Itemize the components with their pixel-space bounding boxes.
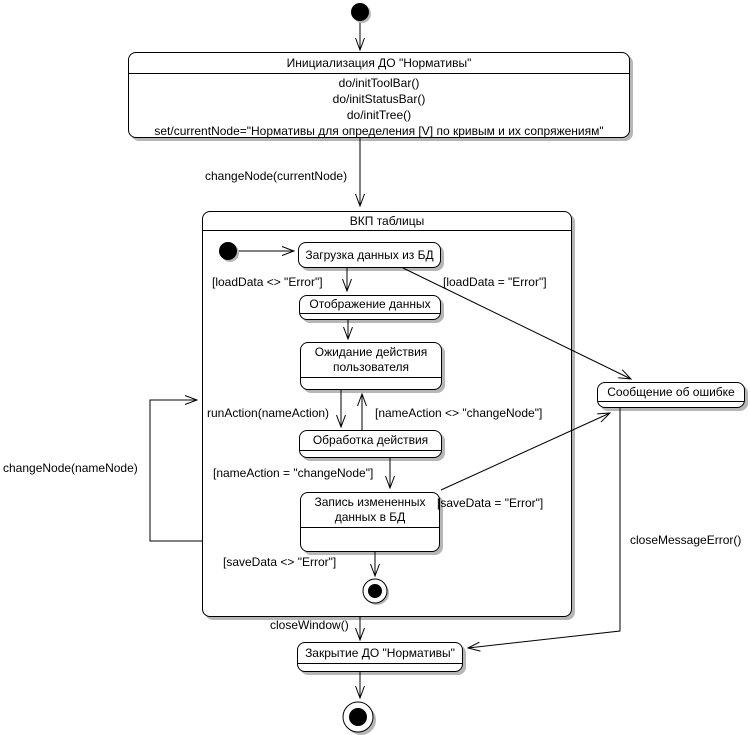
state-close-compartment [298,663,462,671]
transition-label-change-node-current: changeNode(currentNode) [205,169,348,183]
state-vkp-title: ВКП таблицы [203,212,571,231]
transition-label-close-message-error: closeMessageError() [630,533,742,547]
state-save-title: Запись измененных данных в БД [314,495,426,524]
initial-pseudostate-top [351,3,371,23]
state-close-title: Закрытие ДО "Нормативы" [305,645,455,660]
state-error-compartment [598,401,744,407]
transition-label-load-error: [loadData = "Error"] [443,275,547,289]
transition-label-change-node-name: changeNode(nameNode) [3,461,138,475]
state-load: Загрузка данных из БД [298,242,441,268]
state-init: Инициализация ДО "Нормативы" do/initTool… [128,52,630,138]
state-error: Сообщение об ошибке [597,382,745,408]
transition-label-load-ok: [loadData <> "Error"] [212,275,323,289]
state-error-title: Сообщение об ошибке [607,384,735,399]
state-load-title: Загрузка данных из БД [305,247,434,262]
final-state-main [342,701,376,735]
state-init-action: do/initTree() [346,108,412,122]
transition-label-run-action: runAction(nameAction) [207,406,330,420]
state-close: Закрытие ДО "Нормативы" [297,642,463,672]
state-wait-title: Ожидание действия пользователя [314,345,428,374]
state-process-compartment [300,450,441,457]
state-init-action: do/initToolBar() [338,76,420,90]
state-wait: Ожидание действия пользователя [300,342,442,390]
state-save-compartment [301,527,439,551]
state-display-compartment [300,313,440,319]
state-process: Обработка действия [299,430,442,458]
transition-label-action-not-change-node: [nameAction <> "changeNode"] [375,406,543,420]
state-init-action: do/initStatusBar() [332,92,426,106]
state-init-title: Инициализация ДО "Нормативы" [129,53,629,74]
transition-label-close-window: closeWindow() [270,618,349,632]
state-display: Отображение данных [299,295,441,320]
state-wait-compartment [301,377,441,389]
state-init-action: set/currentNode="Нормативы для определен… [154,124,604,138]
state-display-title: Отображение данных [309,297,431,311]
transition-label-save-error: [saveData = "Error"] [437,496,544,510]
transition-label-save-ok: [saveData <> "Error"] [223,555,337,569]
state-save: Запись измененных данных в БД [300,492,440,552]
state-process-title: Обработка действия [312,433,429,447]
state-init-actions: do/initToolBar() do/initStatusBar() do/i… [129,74,629,139]
edge-vkp-self-loop [149,400,202,542]
transition-label-action-change-node: [nameAction = "changeNode"] [213,466,374,480]
